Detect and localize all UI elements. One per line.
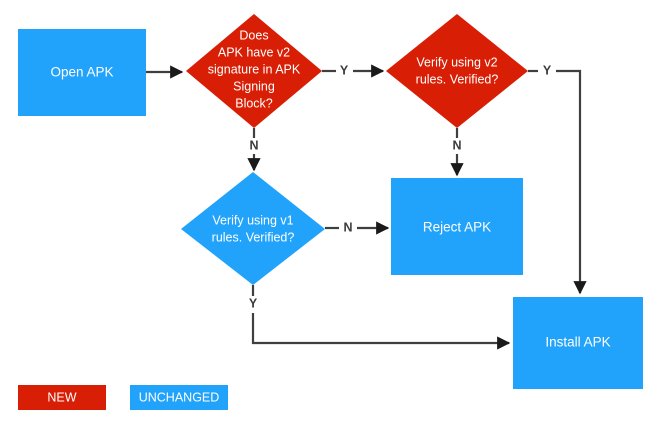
- edge-hasv2-yes: Y: [322, 63, 385, 78]
- node-verify-v1[interactable]: Verify using v1 rules. Verified?: [181, 172, 325, 285]
- legend-label-new: NEW: [47, 390, 76, 404]
- node-has-v2-signature[interactable]: Does APK have v2 signature in APK Signin…: [186, 14, 322, 128]
- edge-hasv2-no: N: [247, 128, 261, 172]
- edge-label-hasv2-yes: Y: [340, 63, 349, 77]
- legend-label-unchanged: UNCHANGED: [139, 390, 220, 404]
- legend-swatch-new: [18, 385, 106, 410]
- node-shape-rect: [18, 29, 146, 116]
- edge-label-verifyv1-yes: Y: [249, 296, 258, 310]
- node-shape-rect: [513, 297, 643, 389]
- legend: NEW UNCHANGED: [18, 385, 228, 410]
- edge-label-verifyv1-no: N: [343, 220, 352, 234]
- edge-label-verifyv2-no: N: [452, 138, 461, 152]
- node-shape-diamond: [386, 14, 528, 128]
- edge-label-hasv2-no: N: [249, 138, 258, 152]
- node-reject-apk[interactable]: Reject APK: [391, 178, 523, 275]
- node-shape-diamond: [181, 172, 325, 285]
- edge-verifyv2-no: N: [450, 128, 464, 177]
- node-shape-diamond: [186, 14, 322, 128]
- legend-swatch-unchanged: [130, 385, 228, 410]
- edge-verifyv1-yes: Y: [249, 285, 511, 350]
- edge-verifyv1-no: N: [325, 220, 390, 235]
- node-install-apk[interactable]: Install APK: [513, 297, 643, 389]
- legend-item-new: NEW: [18, 385, 106, 410]
- legend-item-unchanged: UNCHANGED: [130, 385, 228, 410]
- edge-line: [556, 69, 587, 295]
- node-open-apk[interactable]: Open APK: [18, 29, 146, 116]
- edge-label-verifyv2-yes: Y: [543, 63, 552, 77]
- node-verify-v2[interactable]: Verify using v2 rules. Verified?: [386, 14, 528, 128]
- node-shape-rect: [391, 178, 523, 275]
- edge-verifyv2-yes: Y: [528, 63, 587, 295]
- edge-line: [251, 313, 511, 350]
